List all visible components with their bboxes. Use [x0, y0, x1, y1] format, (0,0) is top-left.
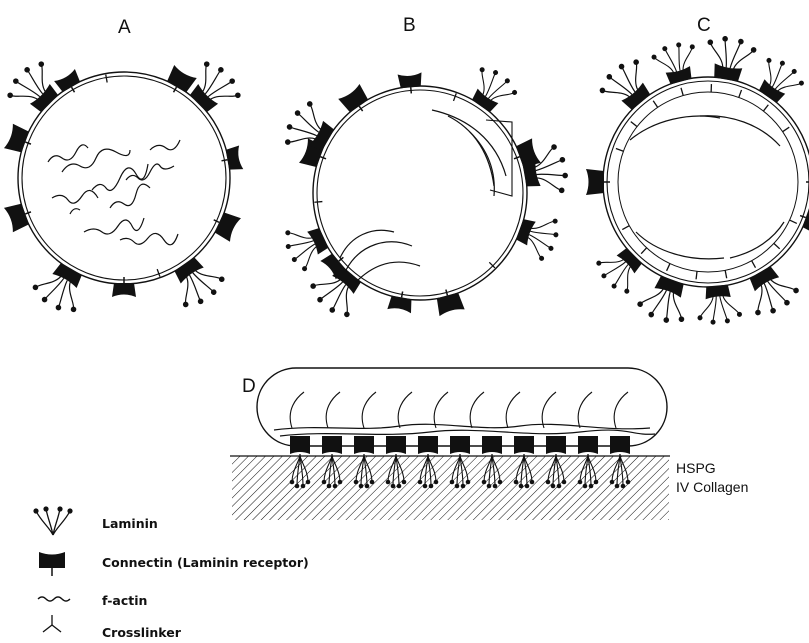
cell-a: [2, 56, 246, 318]
panel-d-spread-cell: [230, 368, 670, 520]
legend-laminin: Laminin: [102, 516, 158, 531]
hspg-label: HSPG: [676, 460, 716, 476]
laminin-legend-icon: [33, 506, 72, 535]
panel-label-d: D: [242, 376, 256, 397]
panel-label-a: A: [118, 17, 131, 38]
laminin-cluster: [695, 284, 743, 326]
membrane-outer: [18, 72, 230, 284]
connectin-legend-icon: [39, 552, 65, 576]
panel-label-c: C: [697, 15, 711, 36]
legend: Laminin Connectin (Laminin receptor) f-a…: [33, 506, 308, 640]
panel-label-b: B: [403, 15, 416, 36]
collagen-label: IV Collagen: [676, 479, 748, 495]
legend-factin: f-actin: [102, 593, 147, 608]
legend-connectin: Connectin (Laminin receptor): [102, 555, 309, 570]
laminin-cluster: [702, 33, 758, 84]
crosslinker-legend-icon: [43, 615, 61, 632]
factin-legend-icon: [38, 597, 70, 601]
cell-c: [586, 33, 809, 328]
cell-b: [279, 62, 571, 323]
legend-crosslinker: Crosslinker: [102, 625, 182, 640]
connectin-stub: [314, 202, 322, 203]
